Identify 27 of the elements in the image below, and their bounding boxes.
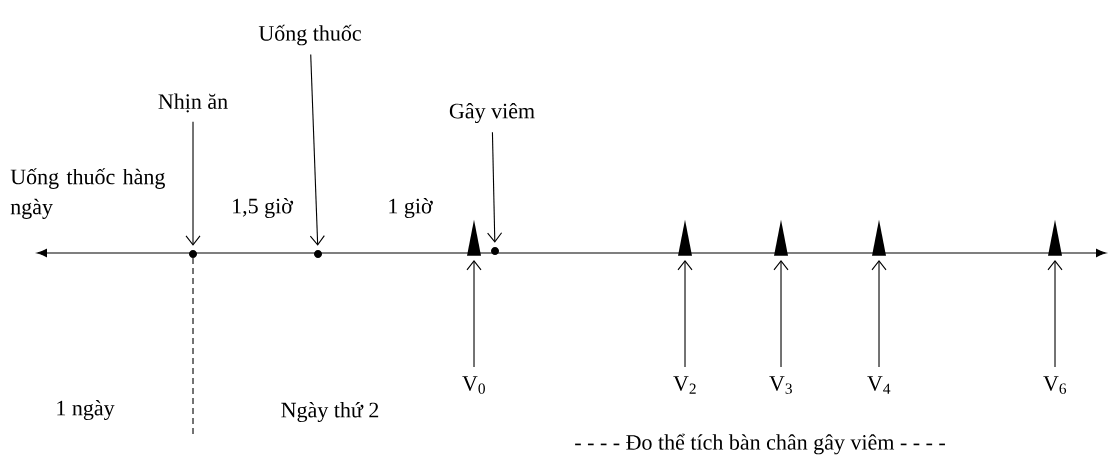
node-label: Nhịn ăn: [158, 93, 228, 113]
arrow: [309, 54, 325, 246]
text-label: 1,5 giờ: [233, 197, 294, 219]
arrow: [677, 259, 693, 368]
node-label: V$_{0}$: [462, 376, 485, 394]
triangle-marker: [774, 219, 788, 256]
text-label: Ngày thứ 2: [281, 401, 379, 423]
triangle-marker: [1048, 219, 1062, 256]
node-label: V$_{4}$: [867, 376, 891, 394]
arrow: [773, 259, 789, 368]
node-label: V$_{6}$: [1043, 376, 1067, 394]
arrow: [487, 131, 503, 243]
triangle-marker: [678, 219, 692, 256]
arrow: [871, 259, 887, 368]
text-label: Uống thuốc hàng ngày: [10, 168, 165, 219]
node-label: Uống thuốc: [258, 24, 361, 46]
triangle-marker: [467, 219, 481, 256]
node-label: V$_{3}$: [769, 376, 792, 394]
arrow: [1047, 259, 1063, 368]
text-label: 1 ngày: [57, 399, 115, 421]
node-label: V$_{2}$: [673, 376, 696, 394]
text-label: - - - - Đo thể tích bàn chân gây viêm - - - -: [575, 433, 945, 455]
triangle-marker: [872, 219, 886, 256]
text-label: 1 giờ: [389, 197, 433, 219]
node-label: Gây viêm: [449, 103, 535, 124]
arrow: [466, 259, 482, 368]
arrow: [185, 121, 201, 246]
